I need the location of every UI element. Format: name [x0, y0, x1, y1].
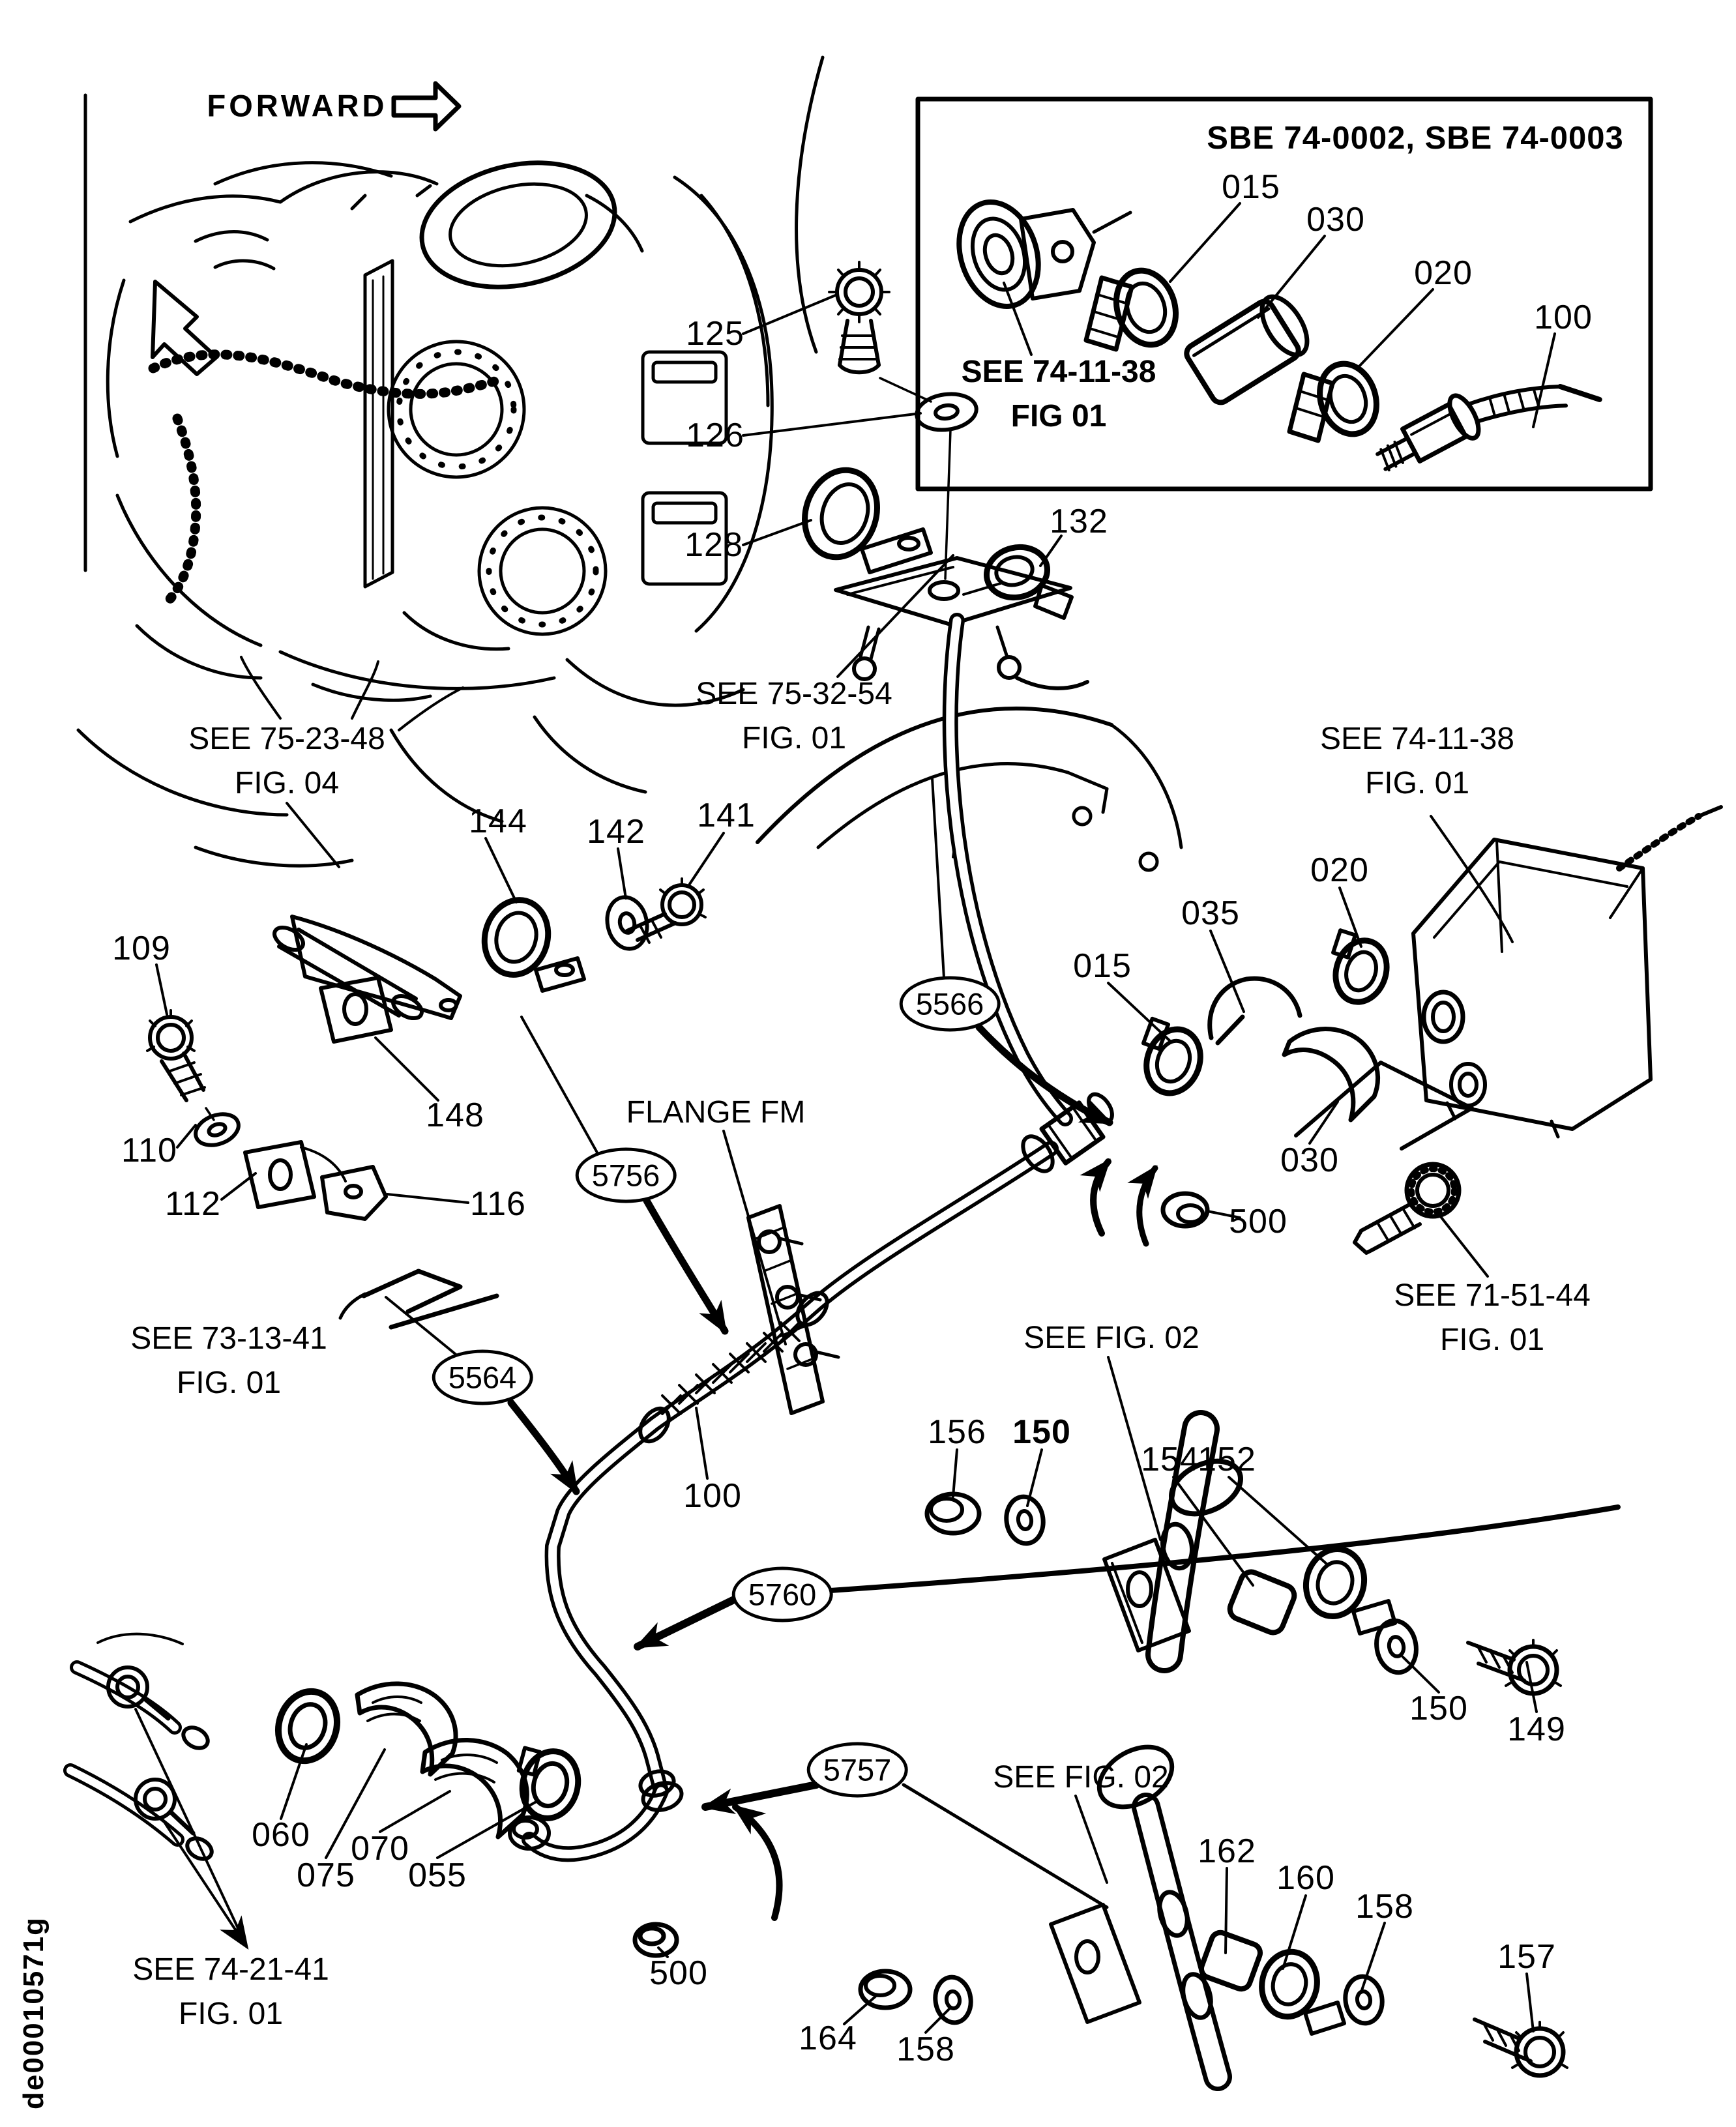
engine-sketch [76, 55, 825, 868]
part-label-156: 156 [928, 1413, 986, 1451]
part-label-070: 070 [351, 1830, 409, 1868]
part-label-160: 160 [1276, 1859, 1335, 1897]
part-label-157: 157 [1497, 1938, 1556, 1976]
part-label-150: 150 [1409, 1690, 1468, 1727]
callout-5757: 5757 [806, 1742, 908, 1798]
part-label-035: 035 [1181, 894, 1240, 932]
bolt-cluster-109 [146, 1009, 499, 1330]
part-label-110: 110 [121, 1132, 177, 1169]
callout-5564: 5564 [432, 1349, 533, 1405]
part-label-020: 020 [1414, 254, 1473, 292]
document-id: de00010571g [18, 1916, 50, 2109]
inset-leaders [1003, 202, 1556, 428]
part-label-020: 020 [1310, 851, 1369, 889]
flange-plate [746, 1204, 840, 1415]
reference-see-74-11-38-fig.-01: SEE 74-11-38 FIG. 01 [1320, 721, 1514, 800]
reference-see-fig.-02: SEE FIG. 02 [993, 1759, 1169, 1795]
leader-lines [134, 293, 1538, 2034]
firewall-unit [1411, 805, 1723, 1139]
part-label-154: 154 [1141, 1441, 1199, 1478]
part-label-116: 116 [470, 1185, 526, 1223]
part-label-149: 149 [1507, 1710, 1566, 1748]
part-label-148: 148 [426, 1096, 484, 1134]
part-label-132: 132 [1050, 503, 1108, 540]
callout-arrows [162, 1023, 1621, 1950]
clamp-bracket-parts [802, 261, 1089, 690]
callout-5756: 5756 [575, 1147, 677, 1203]
part-label-030: 030 [1280, 1141, 1339, 1179]
part-label-015: 015 [1073, 947, 1132, 985]
part-label-055: 055 [408, 1856, 467, 1894]
inset-title: SBE 74-0002, SBE 74-0003 [1207, 121, 1624, 156]
part-label-100: 100 [683, 1477, 742, 1515]
part-label-075: 075 [297, 1856, 355, 1894]
clamp-cover-cluster [274, 1681, 783, 1958]
hose-fittings-bottom-left [63, 1632, 214, 1861]
forward-arrow-icon [391, 81, 462, 132]
part-label-144: 144 [469, 802, 527, 840]
bracket-cluster-160 [858, 1744, 1568, 2091]
part-label-158: 158 [896, 2031, 955, 2068]
bracket-cluster-144 [272, 877, 707, 1044]
reference-see-75-32-54-fig.-01: SEE 75-32-54 FIG. 01 [696, 676, 892, 755]
reference-see-74-21-41-fig.-01: SEE 74-21-41 FIG. 01 [132, 1952, 329, 2031]
reference-see-71-51-44-fig.-01: SEE 71-51-44 FIG. 01 [1394, 1278, 1591, 1357]
part-label-015: 015 [1222, 168, 1280, 206]
part-label-128: 128 [684, 526, 743, 564]
hose-assembly [508, 613, 1114, 1862]
part-label-158: 158 [1355, 1888, 1414, 1926]
part-label-164: 164 [799, 2019, 857, 2057]
part-label-030: 030 [1306, 201, 1365, 239]
inset-parts [956, 199, 1602, 472]
reference-flange-fm: FLANGE FM [626, 1094, 806, 1130]
part-label-142: 142 [587, 813, 645, 851]
inset-box [915, 96, 1653, 491]
part-label-060: 060 [252, 1816, 310, 1854]
part-label-109: 109 [112, 930, 171, 967]
part-label-141: 141 [697, 797, 756, 834]
forward-label: FORWARD [207, 88, 388, 123]
reference-see-fig.-02: SEE FIG. 02 [1023, 1320, 1199, 1355]
reference-see-74-11-38-fig-01: SEE 74-11-38 FIG 01 [961, 354, 1156, 433]
part-label-100: 100 [1534, 299, 1593, 336]
part-label-150: 150 [1012, 1413, 1071, 1451]
reference-see-73-13-41-fig.-01: SEE 73-13-41 FIG. 01 [130, 1321, 327, 1400]
part-label-126: 126 [686, 417, 744, 454]
callout-5566: 5566 [899, 976, 1001, 1032]
reference-see-75-23-48-fig.-04: SEE 75-23-48 FIG. 04 [188, 721, 385, 800]
part-label-500: 500 [1229, 1203, 1287, 1240]
part-label-162: 162 [1198, 1832, 1256, 1870]
part-label-125: 125 [686, 315, 744, 353]
part-label-152: 152 [1198, 1441, 1256, 1478]
callout-5760: 5760 [731, 1566, 833, 1622]
part-label-500: 500 [649, 1954, 708, 1992]
part-label-112: 112 [165, 1185, 221, 1223]
